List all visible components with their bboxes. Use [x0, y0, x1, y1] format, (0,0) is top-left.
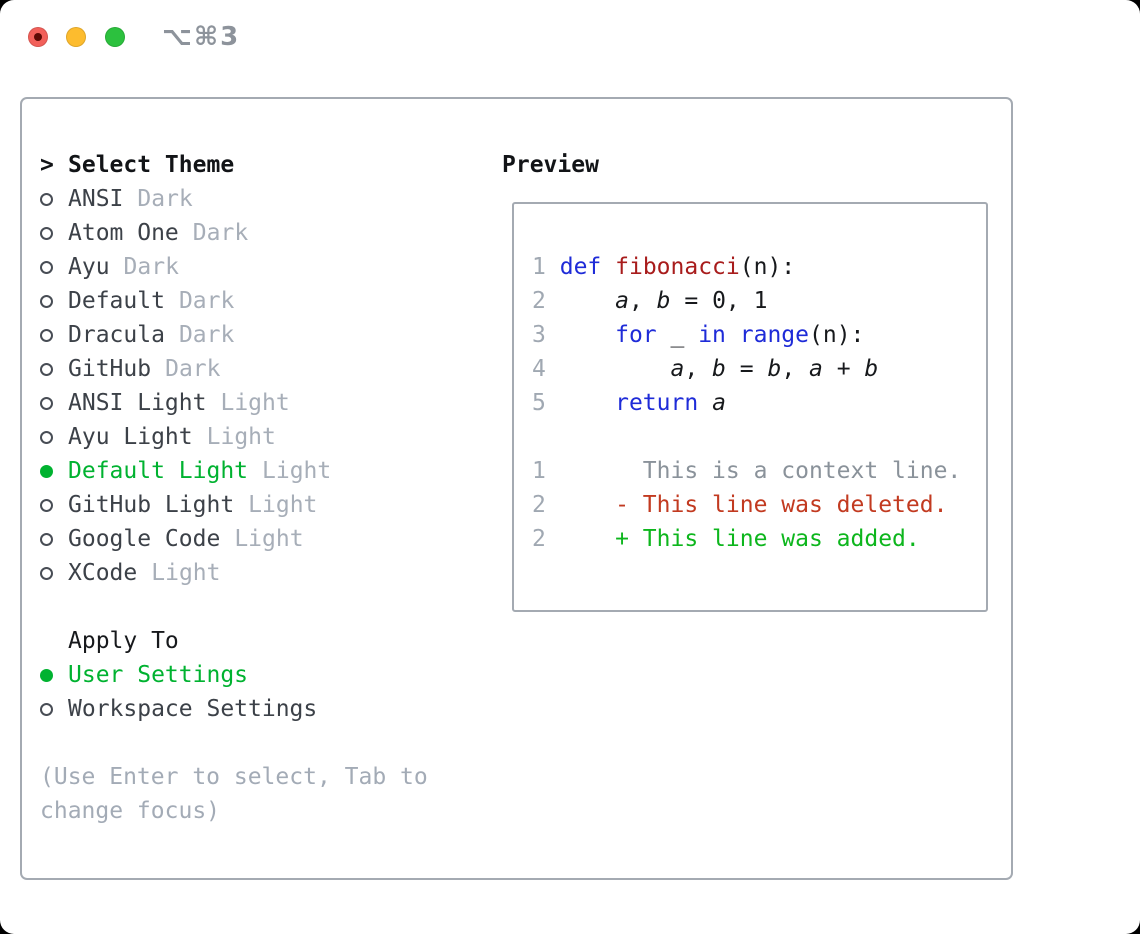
- theme-name: Google Code: [68, 526, 221, 552]
- close-button[interactable]: [28, 27, 48, 47]
- radio-circle-icon: [40, 226, 68, 240]
- radio-circle-icon: [40, 498, 68, 512]
- theme-variant-tag: Light: [151, 560, 221, 586]
- select-theme-header: > Select Theme: [40, 148, 428, 182]
- radio-circle-icon: [40, 362, 68, 376]
- theme-name: Default Light: [68, 458, 249, 484]
- theme-variant-tag: Light: [220, 390, 290, 416]
- theme-option[interactable]: Default Dark: [40, 284, 428, 318]
- theme-name: GitHub: [68, 356, 152, 382]
- select-theme-title: Select Theme: [68, 152, 235, 178]
- prompt-caret-icon: >: [40, 152, 54, 178]
- theme-name: Default: [68, 288, 165, 314]
- theme-name: Ayu: [68, 254, 110, 280]
- theme-option[interactable]: GitHub Dark: [40, 352, 428, 386]
- help-text: (Use Enter to select, Tab to change focu…: [40, 760, 428, 828]
- radio-circle-icon: [40, 396, 68, 410]
- apply-option-label: User Settings: [68, 662, 249, 688]
- radio-circle-icon: [40, 464, 68, 478]
- radio-circle-icon: [40, 294, 68, 308]
- apply-option-user-settings[interactable]: User Settings: [40, 658, 428, 692]
- theme-option[interactable]: Atom One Dark: [40, 216, 428, 250]
- theme-option[interactable]: Ayu Light Light: [40, 420, 428, 454]
- theme-option[interactable]: ANSI Light Light: [40, 386, 428, 420]
- theme-name: Dracula: [68, 322, 165, 348]
- theme-name: ANSI: [68, 186, 124, 212]
- theme-name: Ayu Light: [68, 424, 193, 450]
- theme-name: ANSI Light: [68, 390, 207, 416]
- help-line-1: (Use Enter to select, Tab to: [40, 764, 428, 790]
- theme-name: GitHub Light: [68, 492, 235, 518]
- theme-variant-tag: Light: [262, 458, 332, 484]
- close-dot-icon: [34, 33, 42, 41]
- radio-circle-icon: [40, 430, 68, 444]
- apply-to-header: Apply To: [40, 624, 428, 658]
- apply-option-label: Workspace Settings: [68, 696, 318, 722]
- theme-variant-tag: Light: [248, 492, 318, 518]
- theme-variant-tag: Dark: [192, 220, 249, 246]
- spacer: [40, 590, 428, 624]
- theme-variant-tag: Dark: [178, 288, 235, 314]
- theme-variant-tag: Dark: [123, 254, 179, 280]
- theme-variant-tag: Light: [206, 424, 276, 450]
- radio-circle-icon: [40, 192, 68, 206]
- theme-variant-tag: Dark: [165, 356, 221, 382]
- theme-list: > Select Theme ANSI Dark Atom One Dark A…: [40, 148, 428, 828]
- theme-option[interactable]: Google Code Light: [40, 522, 428, 556]
- theme-option[interactable]: GitHub Light Light: [40, 488, 428, 522]
- apply-option-workspace-settings[interactable]: Workspace Settings: [40, 692, 428, 726]
- theme-option[interactable]: Ayu Dark: [40, 250, 428, 284]
- radio-circle-icon: [40, 532, 68, 546]
- theme-variant-tag: Dark: [137, 186, 193, 212]
- theme-option[interactable]: Dracula Dark: [40, 318, 428, 352]
- apply-to-title: Apply To: [68, 628, 179, 654]
- theme-option-selected[interactable]: Default Light Light: [40, 454, 428, 488]
- theme-variant-tag: Light: [234, 526, 304, 552]
- theme-name: Atom One: [68, 220, 179, 246]
- radio-circle-icon: [40, 702, 68, 716]
- radio-circle-icon: [40, 668, 68, 682]
- theme-option[interactable]: XCode Light: [40, 556, 428, 590]
- minimize-button[interactable]: [66, 27, 86, 47]
- help-line-2: change focus): [40, 798, 221, 824]
- radio-circle-icon: [40, 566, 68, 580]
- radio-circle-icon: [40, 260, 68, 274]
- preview-title: Preview: [502, 152, 599, 178]
- radio-circle-icon: [40, 328, 68, 342]
- theme-option[interactable]: ANSI Dark: [40, 182, 428, 216]
- theme-name: XCode: [68, 560, 138, 586]
- window-title: ⌥⌘3: [162, 22, 241, 52]
- theme-dialog: > Select Theme ANSI Dark Atom One Dark A…: [20, 97, 1013, 880]
- theme-variant-tag: Dark: [178, 322, 235, 348]
- zoom-button[interactable]: [105, 27, 125, 47]
